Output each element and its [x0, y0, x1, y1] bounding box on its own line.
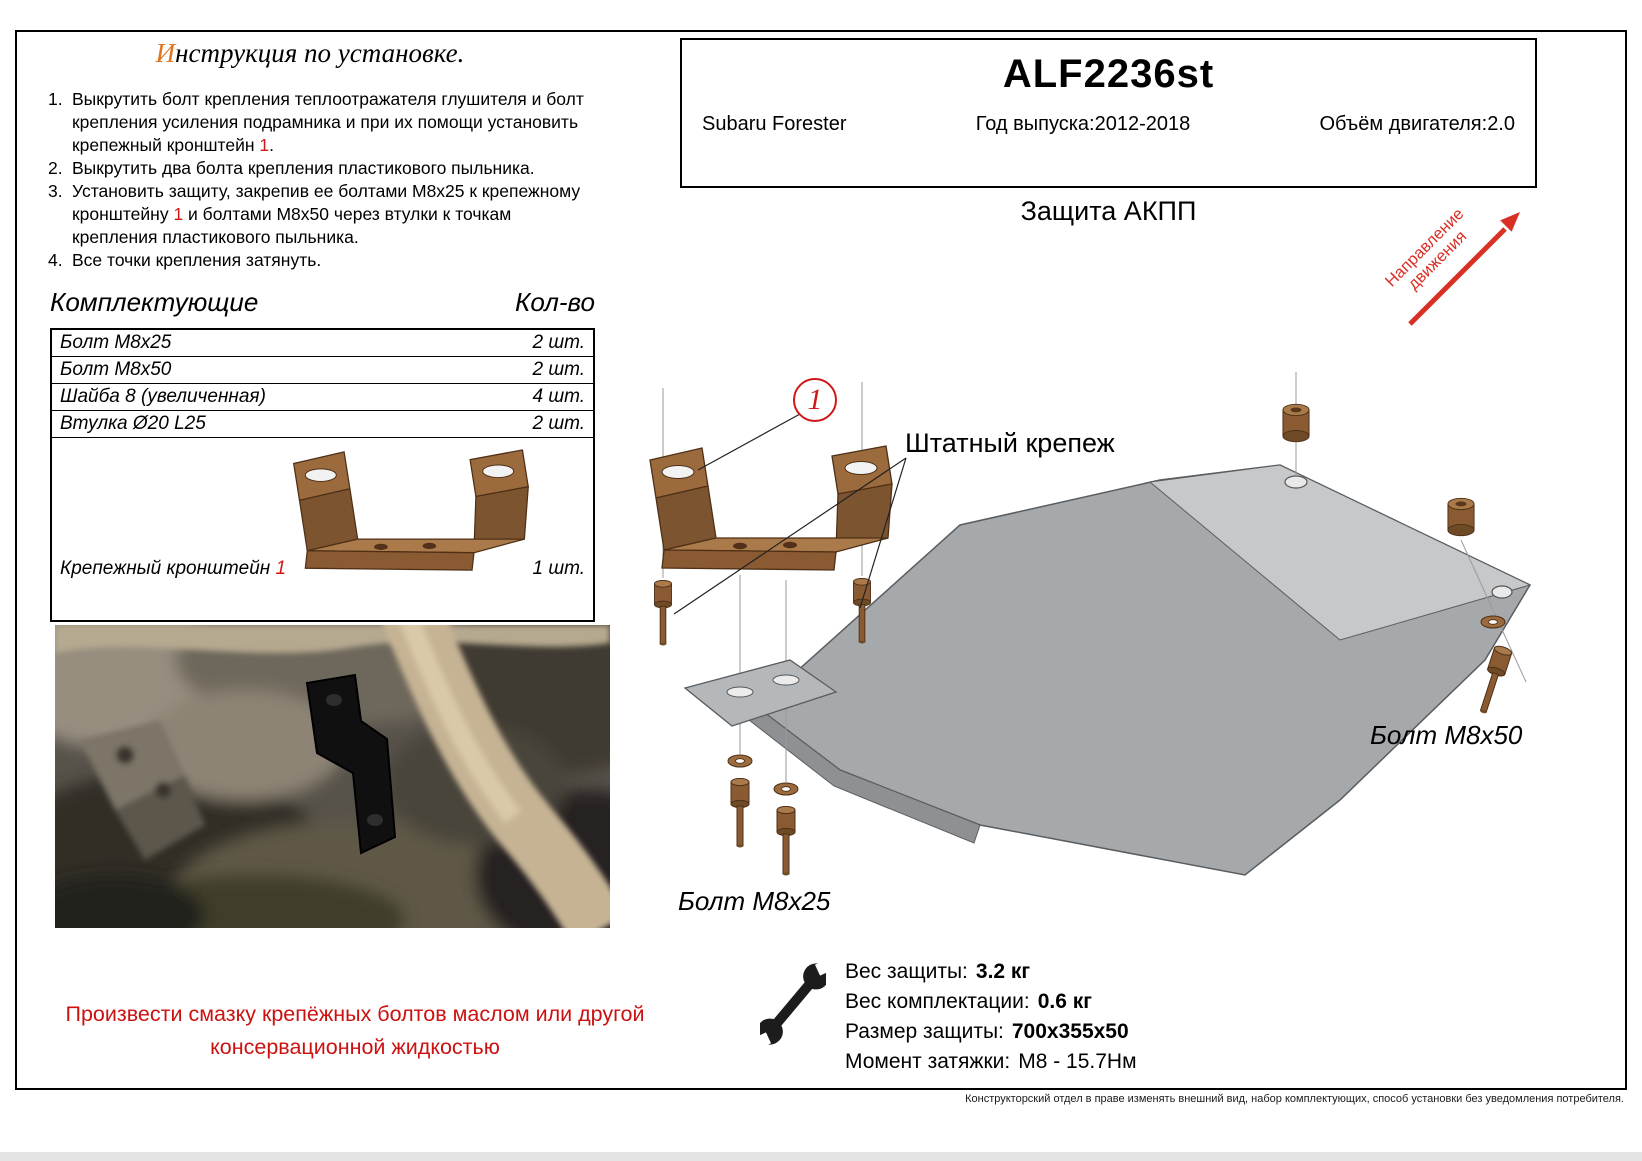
header-box: ALF2236st Subaru Forester Год выпуска:20… [680, 38, 1537, 188]
assembly-drawing: 1 Штатный крепеж Болт М8х25 Болт М8х50 [640, 330, 1560, 950]
parts-row: Болт М8х50 2 шт. [52, 357, 593, 384]
instruction-step: 3. Установить защиту, закрепив ее болтам… [48, 181, 581, 247]
undercarriage-photo [55, 625, 610, 928]
sheet-border [15, 30, 1627, 1090]
instruction-step: 4. Все точки крепления затянуть. [48, 250, 322, 270]
production-years: Год выпуска:2012-2018 [975, 113, 1191, 135]
spec-row: Момент затяжки: М8 - 15.7Нм [845, 1047, 1137, 1077]
parts-header-qty: Кол-во [515, 287, 595, 317]
parts-row: Шайба 8 (увеличенная) 4 шт. [52, 384, 593, 411]
part-name: Крепежный кронштейн 1 [60, 558, 287, 579]
spec-row: Вес защиты: 3.2 кг [845, 957, 1137, 987]
spec-value: 700х355х50 [1011, 1020, 1129, 1043]
instruction-step: 2. Выкрутить два болта крепления пластик… [48, 158, 535, 178]
bracket-thumbnail-drawing [284, 442, 536, 612]
part-name: Болт М8х50 [60, 359, 172, 380]
spec-label: Вес защиты: [845, 960, 968, 983]
part-qty: 2 шт. [532, 359, 585, 380]
parts-row: Болт М8х25 2 шт. [52, 330, 593, 357]
parts-header-name: Комплектующие [50, 287, 259, 317]
instruction-steps: 1. Выкрутить болт крепления теплоотражат… [48, 88, 596, 272]
part-name: Втулка Ø20 L25 [60, 413, 206, 434]
wrench-icon [760, 958, 826, 1050]
bottom-strip [0, 1152, 1642, 1161]
spec-label: Размер защиты: [845, 1020, 1004, 1043]
footer-disclaimer: Конструкторский отдел в праве изменять в… [965, 1093, 1624, 1105]
engine-volume: Объём двигателя:2.0 [1319, 113, 1515, 135]
parts-header: Комплектующие Кол-во [50, 287, 595, 318]
part-qty: 2 шт. [532, 332, 585, 353]
part-qty: 2 шт. [532, 413, 585, 434]
lubrication-note: Произвести смазку крепёжных болтов масло… [65, 1002, 645, 1059]
parts-row-bracket: Крепежный кронштейн 1 1 шт. [52, 438, 593, 620]
spec-value: 3.2 кг [975, 960, 1031, 983]
parts-row: Втулка Ø20 L25 2 шт. [52, 411, 593, 438]
bolt-m8x25-label: Болт М8х25 [678, 886, 831, 916]
page-title: Инструкция по установке. [155, 38, 465, 68]
page-title-accent-letter: И [155, 38, 176, 68]
spec-row: Размер защиты: 700х355х50 [845, 1017, 1137, 1047]
specs: Вес защиты: 3.2 кг Вес комплектации: 0.6… [845, 957, 1137, 1077]
spec-label: Момент затяжки: [845, 1050, 1011, 1073]
parts-table: Болт М8х25 2 шт. Болт М8х50 2 шт. Шайба … [50, 328, 595, 622]
part-name: Шайба 8 (увеличенная) [60, 386, 266, 407]
instruction-step: 1. Выкрутить болт крепления теплоотражат… [48, 89, 584, 155]
bolt-m8x50-label: Болт М8х50 [1370, 720, 1523, 750]
part-qty: 4 шт. [532, 386, 585, 407]
product-title: Защита АКПП [1020, 196, 1197, 226]
car-model: Subaru Forester [702, 113, 847, 135]
part-name: Болт М8х25 [60, 332, 172, 353]
direction-arrow-icon [1408, 212, 1520, 326]
assembly-drawing-svg [649, 372, 1532, 876]
stock-fastener-label: Штатный крепеж [905, 428, 1115, 458]
spec-row: Вес комплектации: 0.6 кг [845, 987, 1137, 1017]
spec-value: 0.6 кг [1037, 990, 1092, 1013]
part-qty: 1 шт. [532, 558, 585, 579]
callout-1: 1 [793, 378, 837, 422]
spec-label: Вес комплектации: [845, 990, 1030, 1013]
spec-value: М8 - 15.7Нм [1018, 1050, 1137, 1073]
part-number: ALF2236st [1002, 52, 1215, 96]
